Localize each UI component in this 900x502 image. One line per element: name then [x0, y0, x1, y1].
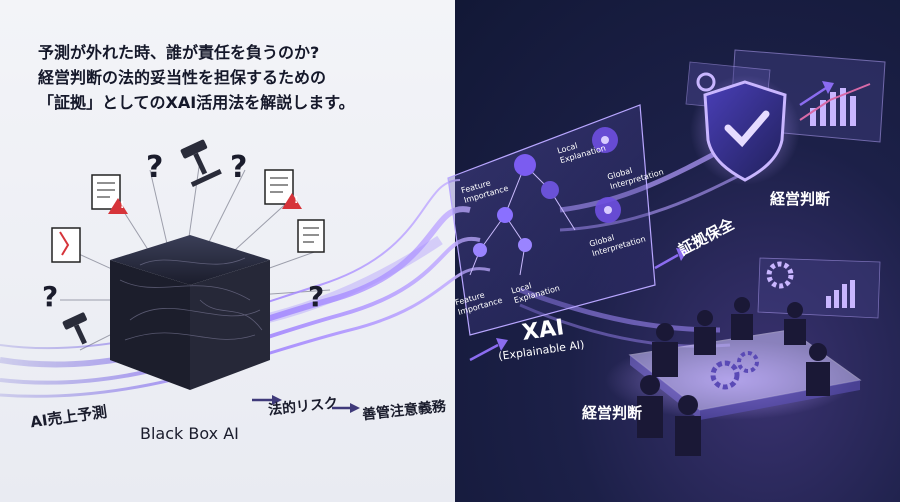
black-box-cube [110, 235, 270, 390]
xai-explanation-panel [447, 104, 656, 336]
intro-line-2: 経営判断の法的妥当性を担保するための [38, 68, 327, 87]
torn-document-icon [51, 227, 81, 263]
question-mark-icon: ? [230, 150, 248, 185]
gavel-icon [180, 139, 222, 188]
management-judgment-label: 経営判断 [770, 190, 831, 208]
management-judgment-label: 経営判断 [582, 404, 643, 422]
document-icon [91, 174, 128, 214]
intro-line-1: 予測が外れた時、誰が責任を負うのか? [38, 43, 320, 62]
document-icon [297, 219, 325, 253]
question-mark-icon: ? [42, 280, 59, 313]
warning-icon: ! [120, 200, 125, 211]
arrow-icon [469, 81, 834, 362]
gavel-icon [62, 312, 87, 345]
intro-line-3: 「証拠」としてのXAI活用法を解説します。 [38, 93, 355, 112]
intro-text-block: 予測が外れた時、誰が責任を負うのか? 経営判断の法的妥当性を担保するための 「証… [38, 40, 438, 115]
shield-check-icon [690, 75, 800, 185]
people-silhouettes [637, 297, 830, 456]
document-icon [264, 169, 302, 209]
question-mark-icon: ? [308, 280, 325, 313]
warning-icon: ! [294, 195, 299, 206]
arrow-icon [252, 395, 360, 413]
question-mark-icon: ? [146, 150, 164, 185]
black-box-ai-label: Black Box AI [140, 424, 239, 443]
gear-chart-panel [757, 257, 881, 319]
